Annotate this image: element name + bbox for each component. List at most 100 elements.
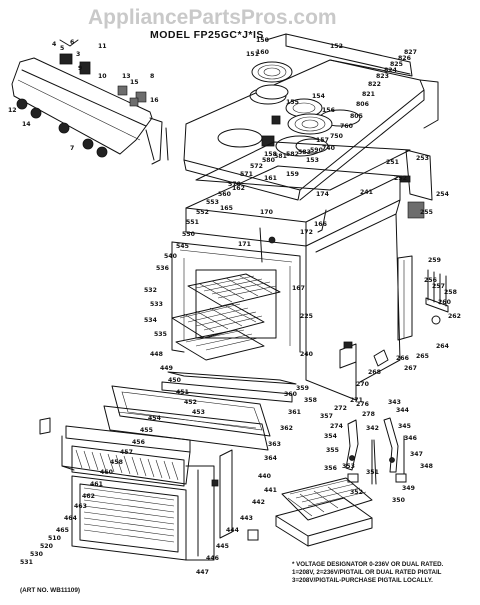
callout-274: 274: [330, 423, 344, 430]
callout-455: 455: [140, 427, 153, 434]
callout-443: 443: [240, 515, 253, 522]
callout-551: 551: [186, 219, 199, 226]
callout-6: 6: [70, 39, 74, 46]
callout-174: 174: [316, 191, 330, 198]
callout-535: 535: [154, 331, 167, 338]
callout-580: 580: [262, 157, 276, 164]
callout-572: 572: [250, 163, 263, 170]
callout-161: 161: [264, 175, 277, 182]
callout-240: 240: [300, 351, 314, 358]
voltage-note-2: 1=208V, 2=236V/PIGTAIL OR DUAL RATED PIG…: [292, 569, 442, 576]
callout-454: 454: [148, 415, 162, 422]
callout-165: 165: [220, 205, 233, 212]
callout-581: 581: [274, 153, 287, 160]
callout-360: 360: [284, 391, 298, 398]
callout-264: 264: [436, 343, 450, 350]
callout-251: 251: [386, 159, 399, 166]
callout-510: 510: [48, 535, 62, 542]
side-panel: [373, 149, 449, 367]
callout-271: 271: [350, 397, 363, 404]
callout-166: 166: [314, 221, 327, 228]
callout-349: 349: [402, 485, 415, 492]
callout-7: 7: [70, 145, 74, 152]
callout-534: 534: [144, 317, 158, 324]
callout-550: 550: [182, 231, 196, 238]
callout-530: 530: [30, 551, 44, 558]
callout-260: 260: [438, 299, 452, 306]
callout-344: 344: [396, 407, 410, 414]
callout-272: 272: [334, 405, 347, 412]
callout-531: 531: [20, 559, 33, 566]
callout-359: 359: [296, 385, 309, 392]
callout-805: 805: [350, 113, 363, 120]
callout-152: 152: [330, 43, 343, 50]
callout-760: 760: [340, 123, 354, 130]
callout-352: 352: [350, 489, 363, 496]
callout-740: 740: [322, 145, 336, 152]
callout-153: 153: [306, 157, 319, 164]
callout-448: 448: [150, 351, 163, 358]
callout-162: 162: [232, 185, 245, 192]
model-title: MODEL FP25GC*J*IS: [150, 29, 264, 41]
callout-532: 532: [144, 287, 157, 294]
callout-255: 255: [420, 209, 433, 216]
voltage-note-3: 3=208V/PIGTAIL-PURCHASE PIGTAIL LOCALLY.: [292, 577, 433, 584]
callout-446: 446: [206, 555, 219, 562]
callout-158: 158: [264, 151, 277, 158]
callout-441: 441: [264, 487, 277, 494]
callout-170: 170: [260, 209, 274, 216]
callout-823: 823: [376, 73, 389, 80]
callout-458: 458: [110, 459, 123, 466]
oven-door-assembly: [39, 371, 297, 561]
door-hinge: [345, 417, 407, 485]
callout-3: 3: [76, 51, 80, 58]
callout-266: 266: [396, 355, 409, 362]
control-panel-assembly: [11, 39, 169, 165]
callout-278: 278: [362, 411, 375, 418]
callout-150: 150: [256, 37, 270, 44]
callout-824: 824: [384, 67, 398, 74]
callout-268: 268: [368, 369, 381, 376]
callout-156: 156: [322, 107, 335, 114]
callout-821: 821: [362, 91, 375, 98]
callout-16: 16: [150, 97, 159, 104]
callout-465: 465: [56, 527, 69, 534]
callout-267: 267: [404, 365, 417, 372]
callout-451: 451: [176, 389, 189, 396]
callout-276: 276: [356, 401, 369, 408]
callout-827: 827: [404, 49, 417, 56]
callout-452: 452: [184, 399, 197, 406]
callout-447: 447: [196, 569, 209, 576]
callout-10: 10: [98, 73, 107, 80]
callout-9: 9: [78, 65, 82, 72]
callout-4: 4: [52, 41, 57, 48]
callout-357: 357: [320, 413, 333, 420]
knob: [16, 98, 108, 158]
callout-353: 353: [342, 463, 355, 470]
callout-536: 536: [156, 265, 169, 272]
callout-462: 462: [82, 493, 95, 500]
callout-12: 12: [8, 107, 17, 114]
callout-463: 463: [74, 503, 87, 510]
callout-14: 14: [22, 121, 31, 128]
callout-826: 826: [398, 55, 411, 62]
callout-347: 347: [410, 451, 423, 458]
callout-363: 363: [268, 441, 281, 448]
callout-171: 171: [238, 241, 251, 248]
callout-257: 257: [432, 283, 445, 290]
callout-545: 545: [176, 243, 189, 250]
callout-11: 11: [98, 43, 107, 50]
callout-571: 571: [240, 171, 253, 178]
callout-583: 583: [298, 149, 311, 156]
callout-445: 445: [216, 543, 229, 550]
callout-358: 358: [304, 397, 317, 404]
callout-155: 155: [286, 99, 299, 106]
switch: [59, 53, 147, 107]
callout-265: 265: [416, 353, 429, 360]
callout-350: 350: [392, 497, 406, 504]
art-number: (ART NO. WB11109): [20, 587, 80, 594]
callout-160: 160: [256, 49, 270, 56]
callout-356: 356: [324, 465, 337, 472]
